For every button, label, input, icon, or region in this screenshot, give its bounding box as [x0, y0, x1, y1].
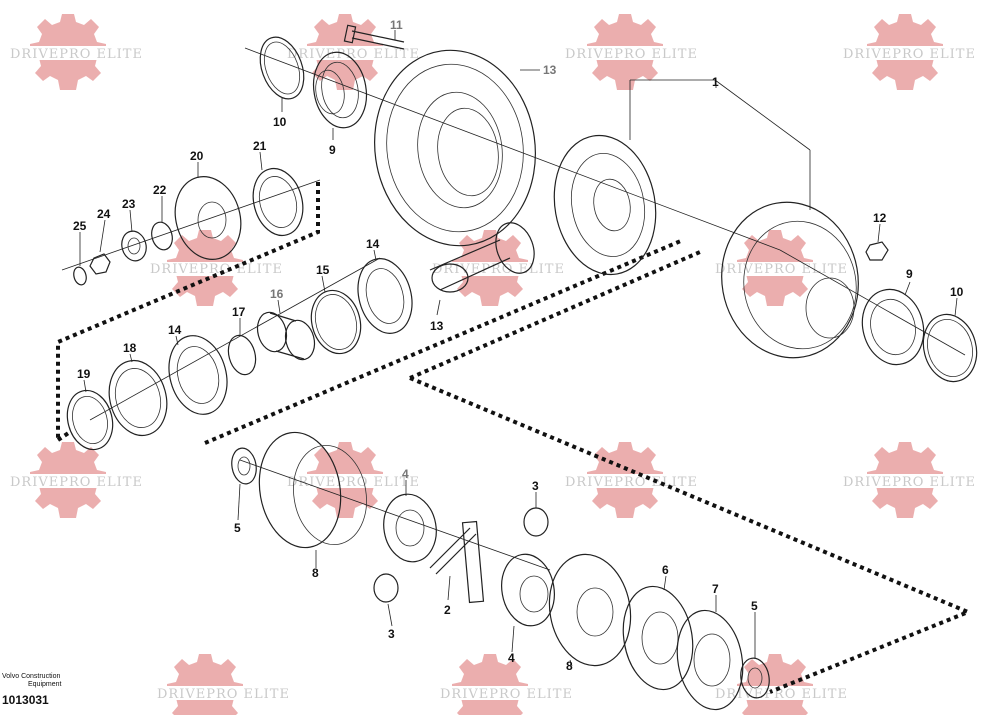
part-5-thrust-washer — [231, 447, 257, 485]
callout-9: 9 — [906, 267, 913, 281]
callout-23: 23 — [122, 197, 136, 211]
callout-3: 3 — [388, 627, 395, 641]
part-13-pinion — [429, 222, 535, 293]
part-13-crown-wheel — [374, 49, 536, 247]
part-9-bearing — [312, 51, 368, 129]
callout-1: 1 — [712, 75, 719, 89]
part-14-bearing — [168, 335, 228, 415]
watermark-text: DRIVEPRO ELITE — [157, 687, 290, 702]
part-1-diff-case — [721, 201, 859, 359]
callout-24: 24 — [97, 207, 111, 221]
callout-11: 11 — [390, 18, 403, 32]
callout-14: 14 — [168, 323, 182, 337]
part-14-bearing — [357, 258, 413, 334]
watermark-gear-icon — [157, 654, 253, 715]
publisher-line1: Volvo Construction — [2, 673, 60, 680]
callout-7: 7 — [712, 582, 719, 596]
part-21-seal — [252, 167, 304, 237]
callout-13: 13 — [430, 319, 444, 333]
callout-leaders — [79, 30, 958, 667]
part-19-seal — [66, 389, 114, 451]
part-10-seal-ring — [922, 313, 978, 383]
part-10-seal-ring — [259, 36, 305, 100]
callout-16: 16 — [270, 287, 284, 301]
callout-5: 5 — [751, 599, 758, 613]
part-5-thrust-washer — [740, 657, 770, 699]
callouts: 1 2 3 3 4 4 5 5 6 7 8 8 9 9 10 10 11 12 … — [73, 18, 964, 673]
part-25-circlip — [73, 266, 87, 286]
part-22-washer — [151, 221, 173, 251]
callout-14: 14 — [366, 237, 380, 251]
callout-4: 4 — [402, 467, 409, 481]
watermark-text: DRIVEPRO ELITE — [10, 475, 143, 490]
footer: Volvo Construction Equipment 1013031 — [2, 673, 62, 707]
callout-6: 6 — [662, 563, 669, 577]
part-8-disc — [548, 553, 632, 667]
part-4-side-gear — [383, 493, 437, 563]
callout-4: 4 — [508, 651, 515, 665]
callout-2: 2 — [444, 603, 451, 617]
watermark-text: DRIVEPRO ELITE — [10, 47, 143, 62]
part-7-steel-disc — [676, 609, 744, 711]
watermark-text: DRIVEPRO ELITE — [843, 47, 976, 62]
watermark-text: DRIVEPRO ELITE — [565, 475, 698, 490]
watermark-text: DRIVEPRO ELITE — [565, 47, 698, 62]
watermark-text: DRIVEPRO ELITE — [150, 262, 283, 277]
part-17-ring — [227, 334, 257, 376]
callout-20: 20 — [190, 149, 204, 163]
callout-13: 13 — [543, 63, 557, 77]
callout-10: 10 — [273, 115, 287, 129]
publisher-line2: Equipment — [28, 681, 62, 688]
watermark-text: DRIVEPRO ELITE — [843, 475, 976, 490]
callout-3: 3 — [532, 479, 539, 493]
part-11-bolt — [343, 24, 405, 50]
part-3-pinion-gear — [523, 507, 549, 537]
part-20-flange — [174, 175, 242, 261]
document-number: 1013031 — [2, 693, 49, 707]
callout-22: 22 — [153, 183, 167, 197]
part-4-side-gear — [501, 553, 555, 627]
callout-21: 21 — [253, 139, 267, 153]
callout-19: 19 — [77, 367, 91, 381]
watermark-gear-icon — [442, 654, 538, 715]
part-15-shim — [310, 289, 362, 355]
callout-8: 8 — [312, 566, 319, 580]
part-8-disc — [258, 431, 367, 549]
watermark-layer: DRIVEPRO ELITE DRIVEPRO ELITE DRIVEPRO E… — [10, 14, 976, 715]
part-2-spider-shaft — [429, 520, 485, 604]
callout-10: 10 — [950, 285, 964, 299]
callout-17: 17 — [232, 305, 246, 319]
watermark-text: DRIVEPRO ELITE — [287, 475, 420, 490]
callout-5: 5 — [234, 521, 241, 535]
watermark-text: DRIVEPRO ELITE — [440, 687, 573, 702]
part-23-lock-plate — [121, 230, 147, 262]
watermark-gear-icon — [727, 654, 823, 715]
part-12-nut — [865, 241, 889, 261]
callout-15: 15 — [316, 263, 330, 277]
callout-25: 25 — [73, 219, 87, 233]
part-3-pinion-gear — [373, 573, 399, 603]
callout-18: 18 — [123, 341, 137, 355]
callout-12: 12 — [873, 211, 887, 225]
part-18-cup — [108, 359, 168, 437]
axis-lines — [61, 47, 966, 571]
watermark-text: DRIVEPRO ELITE — [715, 687, 848, 702]
part-24-nut — [89, 253, 111, 275]
callout-8: 8 — [566, 659, 573, 673]
part-1-diff-case-flange — [553, 134, 657, 276]
callout-9: 9 — [329, 143, 336, 157]
part-16-spacer — [256, 311, 316, 361]
part-9-bearing — [861, 288, 925, 366]
part-6-friction-disc — [622, 585, 694, 691]
watermark-text: DRIVEPRO ELITE — [715, 262, 848, 277]
watermark-text: DRIVEPRO ELITE — [287, 47, 420, 62]
